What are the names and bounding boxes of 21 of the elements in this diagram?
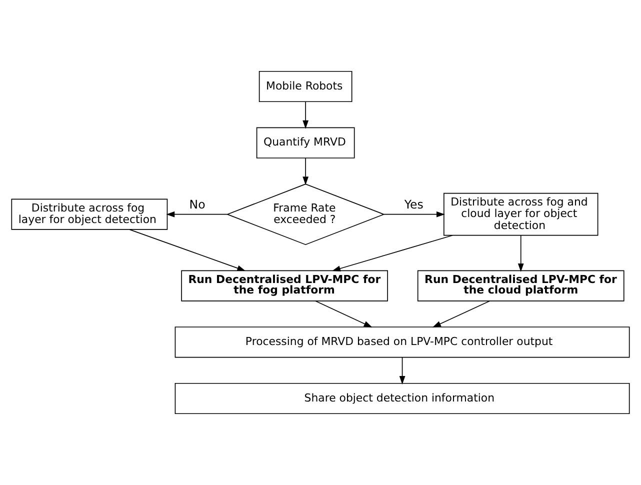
- arrow: [129, 229, 246, 272]
- arrow: [384, 211, 445, 218]
- edge-label: Yes: [404, 198, 424, 212]
- node-box: Quantify MRVD: [256, 127, 355, 158]
- arrow: [518, 234, 524, 272]
- arrow: [332, 234, 453, 272]
- node-box: Mobile Robots: [258, 70, 352, 102]
- edge-label: No: [189, 198, 206, 212]
- node-box: Share object detection information: [174, 382, 630, 414]
- arrow: [399, 356, 406, 384]
- node-box: Run Decentralised LPV-MPC for the cloud platform: [417, 270, 624, 302]
- arrow: [302, 101, 309, 129]
- node-diamond: Frame Rate exceeded ?: [226, 184, 385, 246]
- arrow: [315, 300, 372, 328]
- node-box: Run Decentralised LPV-MPC for the fog platform: [181, 270, 388, 302]
- arrow: [166, 211, 228, 218]
- arrow: [432, 300, 490, 328]
- arrow: [302, 158, 309, 186]
- node-box: Distribute across fog layer for object detection: [11, 198, 168, 230]
- node-box: Distribute across fog and cloud layer for object detection: [444, 192, 598, 236]
- node-box: Processing of MRVD based on LPV-MPC controller output: [174, 326, 630, 358]
